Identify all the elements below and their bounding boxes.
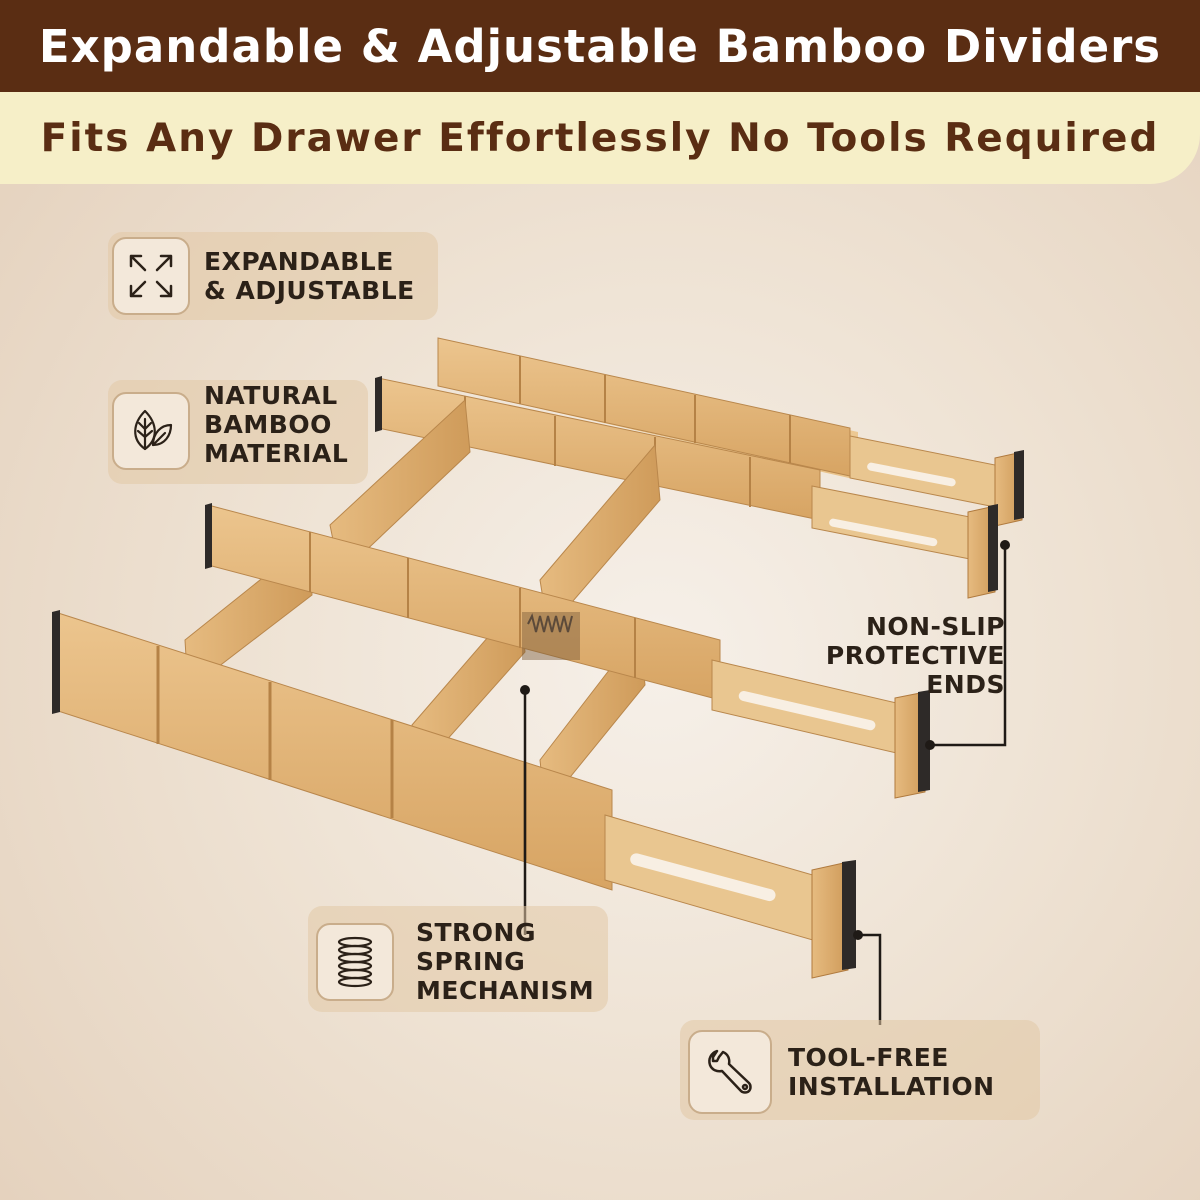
feature-expandable-line2: & ADJUSTABLE	[204, 276, 415, 305]
wrench-icon	[688, 1030, 772, 1114]
feature-nonslip-line3: ENDS	[926, 670, 1005, 699]
feature-bamboo-line1: NATURAL	[204, 380, 338, 410]
leader-dots	[520, 540, 1010, 940]
feature-bamboo-text: NATURAL BAMBOO MATERIAL	[204, 381, 348, 468]
feature-nonslip-line1: NON-SLIP	[865, 612, 1005, 641]
divider-front	[52, 610, 856, 979]
spring-coil	[522, 612, 580, 660]
leader-lines	[523, 545, 1007, 1025]
feature-bamboo: NATURAL BAMBOO MATERIAL	[112, 381, 348, 470]
feature-toolfree-text: TOOL-FREE INSTALLATION	[788, 1043, 995, 1101]
feature-nonslip-line2: PROTECTIVE	[825, 641, 1005, 670]
subheader-banner: Fits Any Drawer Effortlessly No Tools Re…	[0, 92, 1200, 184]
feature-toolfree: TOOL-FREE INSTALLATION	[688, 1030, 995, 1114]
feature-expandable-line1: EXPANDABLE	[204, 247, 394, 276]
feature-toolfree-line2: INSTALLATION	[788, 1072, 995, 1101]
divider-third	[205, 503, 930, 799]
expand-arrows-icon	[112, 237, 190, 315]
feature-spring: STRONG SPRING MECHANISM	[316, 918, 594, 1005]
spring-coil-icon	[316, 922, 394, 1001]
feature-spring-line3: MECHANISM	[416, 976, 595, 1005]
feature-spring-line1: STRONG	[416, 918, 537, 947]
feature-toolfree-line1: TOOL-FREE	[788, 1043, 949, 1072]
divider-middle	[375, 376, 998, 599]
page-subtitle: Fits Any Drawer Effortlessly No Tools Re…	[40, 115, 1160, 161]
feature-bamboo-line3: MATERIAL	[204, 438, 349, 468]
cross-pieces	[184, 398, 661, 810]
divider-back	[437, 337, 1024, 527]
feature-expandable-text: EXPANDABLE & ADJUSTABLE	[204, 247, 415, 305]
leaf-icon	[112, 392, 190, 470]
feature-spring-text: STRONG SPRING MECHANISM	[416, 918, 594, 1005]
feature-bamboo-line2: BAMBOO	[204, 409, 332, 439]
feature-expandable: EXPANDABLE & ADJUSTABLE	[112, 237, 415, 315]
header-banner: Expandable & Adjustable Bamboo Dividers	[0, 0, 1200, 92]
feature-spring-line2: SPRING	[416, 947, 526, 976]
feature-nonslip: NON-SLIP PROTECTIVE ENDS	[800, 612, 1005, 699]
page-title: Expandable & Adjustable Bamboo Dividers	[38, 19, 1162, 73]
